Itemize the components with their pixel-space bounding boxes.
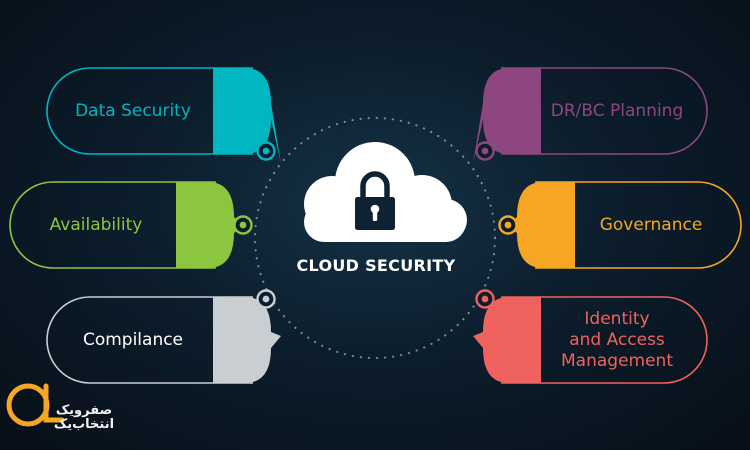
node-color-block bbox=[473, 68, 541, 164]
connector-dot-core bbox=[504, 221, 512, 229]
node-outline bbox=[535, 181, 742, 269]
node-color-block bbox=[176, 182, 244, 268]
watermark-text: صفرویک انتخاب‌یک bbox=[44, 404, 124, 432]
logo-icon bbox=[6, 383, 65, 427]
connector-dot-core bbox=[262, 147, 270, 155]
node-governance bbox=[498, 181, 742, 269]
node-outline bbox=[46, 296, 253, 384]
node-outline bbox=[46, 67, 253, 155]
node-label-iam: Identity and Access Management bbox=[561, 308, 673, 371]
node-color-block bbox=[473, 297, 541, 383]
connector-dot-core bbox=[481, 295, 489, 303]
node-dr-bc bbox=[473, 67, 708, 164]
node-label-dr-bc: DR/BC Planning bbox=[550, 100, 684, 121]
node-label-compliance: Compilance bbox=[82, 329, 184, 350]
center-title: CLOUD SECURITY bbox=[296, 256, 456, 275]
node-label-data-security: Data Security bbox=[75, 100, 191, 121]
node-color-block bbox=[507, 182, 575, 268]
node-iam bbox=[473, 289, 708, 384]
node-compliance bbox=[46, 289, 281, 384]
node-color-block bbox=[213, 297, 281, 383]
watermark-line-1: صفرویک bbox=[55, 403, 113, 418]
node-label-availability: Availability bbox=[49, 214, 143, 235]
node-label-governance: Governance bbox=[599, 214, 703, 235]
orbit-ring bbox=[253, 116, 497, 360]
connector-dot-core bbox=[481, 147, 489, 155]
connector-dot-core bbox=[239, 221, 247, 229]
node-layer bbox=[9, 67, 742, 384]
node-outline bbox=[501, 296, 708, 384]
node-availability bbox=[9, 181, 253, 269]
cloud-lock-icon bbox=[304, 142, 467, 242]
watermark-line-2: انتخاب‌یک bbox=[53, 417, 115, 432]
node-outline bbox=[501, 67, 708, 155]
connector-dot-core bbox=[262, 295, 270, 303]
node-data-security bbox=[46, 67, 281, 164]
node-outline bbox=[9, 181, 216, 269]
node-color-block bbox=[213, 68, 281, 164]
